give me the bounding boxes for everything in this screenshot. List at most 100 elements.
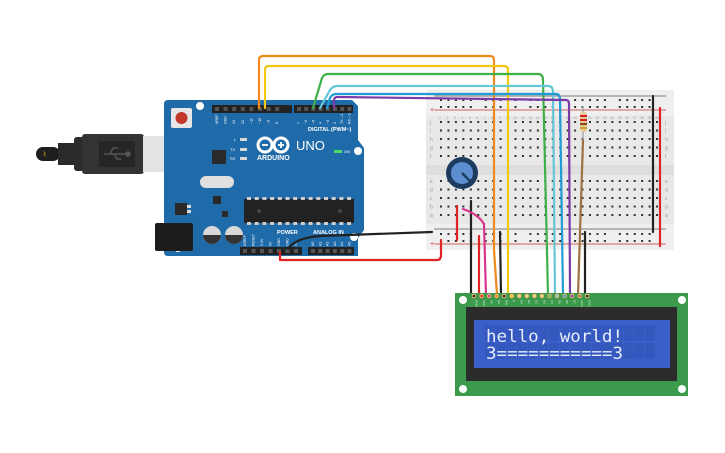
rail-hole[interactable]	[618, 99, 621, 101]
rail-hole[interactable]	[447, 99, 450, 101]
lcd-pin-D2[interactable]	[531, 293, 538, 299]
breadboard-hole[interactable]	[514, 214, 517, 216]
breadboard-hole[interactable]	[499, 205, 502, 208]
breadboard-hole[interactable]	[656, 121, 659, 123]
breadboard-hole[interactable]	[574, 205, 577, 208]
breadboard-hole[interactable]	[641, 180, 644, 182]
breadboard-hole[interactable]	[536, 188, 539, 191]
breadboard-hole[interactable]	[462, 155, 465, 157]
rail-hole[interactable]	[648, 233, 651, 235]
breadboard-hole[interactable]	[462, 129, 465, 132]
digital-pin-~3[interactable]	[325, 107, 330, 111]
breadboard-hole[interactable]	[641, 188, 644, 191]
breadboard-hole[interactable]	[529, 121, 532, 123]
rail-hole[interactable]	[618, 106, 621, 108]
digital-pin-GND[interactable]	[223, 107, 228, 111]
breadboard-hole[interactable]	[440, 197, 442, 199]
rail-hole[interactable]	[536, 240, 539, 242]
breadboard-hole[interactable]	[544, 121, 547, 123]
breadboard-hole[interactable]	[574, 197, 577, 199]
breadboard-hole[interactable]	[603, 146, 606, 149]
lcd-pin-D0[interactable]	[516, 293, 522, 299]
rail-hole[interactable]	[462, 240, 465, 242]
rail-hole[interactable]	[596, 99, 599, 101]
breadboard-hole[interactable]	[603, 129, 606, 132]
breadboard-hole[interactable]	[536, 155, 539, 157]
rail-hole[interactable]	[514, 233, 517, 235]
pink-wire[interactable]	[461, 207, 488, 297]
breadboard-hole[interactable]	[484, 121, 487, 123]
rail-hole[interactable]	[469, 99, 472, 101]
breadboard-hole[interactable]	[618, 214, 621, 216]
breadboard-hole[interactable]	[551, 180, 554, 182]
rail-hole[interactable]	[641, 240, 644, 242]
breadboard-hole[interactable]	[633, 138, 636, 140]
breadboard-hole[interactable]	[603, 205, 606, 208]
breadboard-hole[interactable]	[529, 138, 532, 140]
usb-cable[interactable]	[36, 134, 173, 174]
rail-hole[interactable]	[581, 99, 584, 101]
breadboard-hole[interactable]	[440, 188, 442, 191]
rail-hole[interactable]	[603, 233, 606, 235]
breadboard-hole[interactable]	[596, 197, 599, 199]
rail-hole[interactable]	[454, 240, 457, 242]
breadboard-hole[interactable]	[618, 129, 621, 132]
digital-pin-TX→1[interactable]	[340, 107, 345, 111]
breadboard-hole[interactable]	[454, 188, 457, 191]
digital-pin-~11[interactable]	[249, 107, 254, 111]
breadboard-hole[interactable]	[440, 155, 442, 157]
breadboard-hole[interactable]	[648, 129, 651, 132]
rail-hole[interactable]	[447, 106, 450, 108]
black-gnd-wire[interactable]	[286, 230, 434, 251]
rail-hole[interactable]	[589, 233, 591, 235]
orange-lcd-wire[interactable]	[492, 126, 499, 297]
breadboard-hole[interactable]	[521, 180, 524, 182]
breadboard-hole[interactable]	[454, 138, 457, 140]
breadboard-hole[interactable]	[618, 121, 621, 123]
rail-hole[interactable]	[618, 233, 621, 235]
breadboard-hole[interactable]	[499, 121, 502, 123]
rail-hole[interactable]	[514, 240, 517, 242]
breadboard-hole[interactable]	[529, 129, 532, 132]
rail-hole[interactable]	[581, 240, 584, 242]
breadboard-hole[interactable]	[641, 129, 644, 132]
breadboard-hole[interactable]	[529, 214, 532, 216]
digital-pin-4[interactable]	[318, 107, 323, 111]
breadboard-hole[interactable]	[581, 214, 584, 216]
rail-hole[interactable]	[648, 240, 651, 242]
breadboard-hole[interactable]	[484, 205, 487, 208]
breadboard-hole[interactable]	[589, 129, 591, 132]
breadboard-hole[interactable]	[469, 155, 472, 157]
breadboard-hole[interactable]	[521, 146, 524, 149]
reset-button[interactable]	[171, 108, 192, 128]
analog-pin-A1[interactable]	[318, 249, 323, 253]
breadboard-hole[interactable]	[633, 188, 636, 191]
rail-hole[interactable]	[529, 240, 532, 242]
breadboard-hole[interactable]	[536, 146, 539, 149]
breadboard-hole[interactable]	[529, 146, 532, 149]
breadboard-hole[interactable]	[589, 155, 591, 157]
breadboard-hole[interactable]	[641, 205, 644, 208]
rail-hole[interactable]	[618, 240, 621, 242]
breadboard-hole[interactable]	[626, 188, 629, 191]
breadboard-hole[interactable]	[514, 146, 517, 149]
power-jack[interactable]	[155, 223, 193, 251]
breadboard-hole[interactable]	[566, 155, 569, 157]
breadboard-hole[interactable]	[574, 121, 577, 123]
analog-pin-A2[interactable]	[325, 249, 330, 253]
breadboard-hole[interactable]	[514, 205, 517, 208]
breadboard-hole[interactable]	[618, 180, 621, 182]
breadboard-hole[interactable]	[611, 205, 614, 208]
breadboard-hole[interactable]	[529, 188, 532, 191]
breadboard-hole[interactable]	[499, 188, 502, 191]
analog-pin-A0[interactable]	[311, 249, 315, 253]
breadboard-hole[interactable]	[447, 146, 450, 149]
breadboard-hole[interactable]	[514, 138, 517, 140]
breadboard-hole[interactable]	[581, 205, 584, 208]
breadboard-hole[interactable]	[596, 188, 599, 191]
breadboard-hole[interactable]	[603, 180, 606, 182]
breadboard-hole[interactable]	[499, 214, 502, 216]
